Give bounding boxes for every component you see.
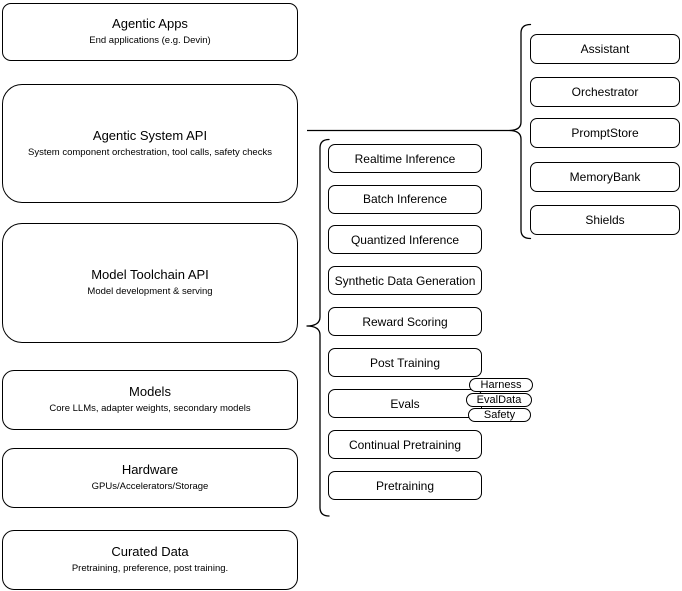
memorybank-box: MemoryBank	[530, 162, 680, 192]
models-box: Models Core LLMs, adapter weights, secon…	[2, 370, 298, 430]
orchestrator-label: Orchestrator	[571, 85, 639, 99]
assistant-label: Assistant	[580, 42, 630, 56]
continual-pretraining-label: Continual Pretraining	[348, 437, 462, 452]
safety-pill: Safety	[468, 408, 531, 422]
shields-label: Shields	[585, 213, 625, 227]
harness-pill: Harness	[469, 378, 533, 392]
safety-label: Safety	[483, 409, 516, 421]
synthetic-data-generation-box: Synthetic Data Generation	[328, 266, 482, 295]
agentic-system-api-title: Agentic System API	[92, 127, 208, 143]
curated-data-box: Curated Data Pretraining, preference, po…	[2, 530, 298, 590]
agentic-system-api-box: Agentic System API System component orch…	[2, 84, 298, 203]
model-toolchain-api-box: Model Toolchain API Model development & …	[2, 223, 298, 343]
continual-pretraining-box: Continual Pretraining	[328, 430, 482, 459]
evaldata-pill: EvalData	[466, 393, 532, 407]
curated-data-subtitle: Pretraining, preference, post training.	[71, 563, 229, 575]
agentic-system-api-subtitle: System component orchestration, tool cal…	[28, 146, 272, 158]
synthetic-data-generation-label: Synthetic Data Generation	[334, 273, 476, 288]
quantized-inference-label: Quantized Inference	[350, 232, 460, 247]
shields-box: Shields	[530, 205, 680, 235]
harness-label: Harness	[480, 379, 522, 391]
post-training-label: Post Training	[369, 355, 441, 370]
batch-inference-box: Batch Inference	[328, 184, 482, 214]
hardware-box: Hardware GPUs/Accelerators/Storage	[2, 448, 298, 508]
hardware-subtitle: GPUs/Accelerators/Storage	[91, 481, 209, 493]
post-training-box: Post Training	[328, 348, 482, 377]
realtime-inference-box: Realtime Inference	[328, 144, 482, 173]
evaldata-label: EvalData	[476, 394, 522, 406]
assistant-box: Assistant	[530, 34, 680, 64]
reward-scoring-box: Reward Scoring	[328, 307, 482, 336]
models-subtitle: Core LLMs, adapter weights, secondary mo…	[49, 403, 251, 415]
system-brace	[508, 23, 532, 240]
promptstore-box: PromptStore	[530, 118, 680, 148]
quantized-inference-box: Quantized Inference	[328, 225, 482, 254]
promptstore-label: PromptStore	[571, 126, 639, 140]
models-title: Models	[129, 384, 171, 400]
model-toolchain-api-subtitle: Model development & serving	[87, 286, 213, 298]
toolchain-brace	[306, 138, 330, 517]
batch-inference-label: Batch Inference	[362, 192, 448, 206]
pretraining-label: Pretraining	[375, 478, 435, 493]
orchestrator-box: Orchestrator	[530, 77, 680, 107]
evals-label: Evals	[390, 396, 420, 411]
agentic-apps-box: Agentic Apps End applications (e.g. Devi…	[2, 3, 298, 61]
agentic-apps-subtitle: End applications (e.g. Devin)	[89, 35, 211, 47]
reward-scoring-label: Reward Scoring	[362, 314, 448, 329]
agentic-apps-title: Agentic Apps	[112, 16, 188, 32]
curated-data-title: Curated Data	[111, 544, 189, 560]
realtime-inference-label: Realtime Inference	[354, 151, 456, 166]
hardware-title: Hardware	[121, 462, 179, 478]
pretraining-box: Pretraining	[328, 471, 482, 500]
evals-box: Evals	[328, 389, 482, 418]
model-toolchain-api-title: Model Toolchain API	[91, 267, 209, 283]
memorybank-label: MemoryBank	[569, 170, 641, 184]
